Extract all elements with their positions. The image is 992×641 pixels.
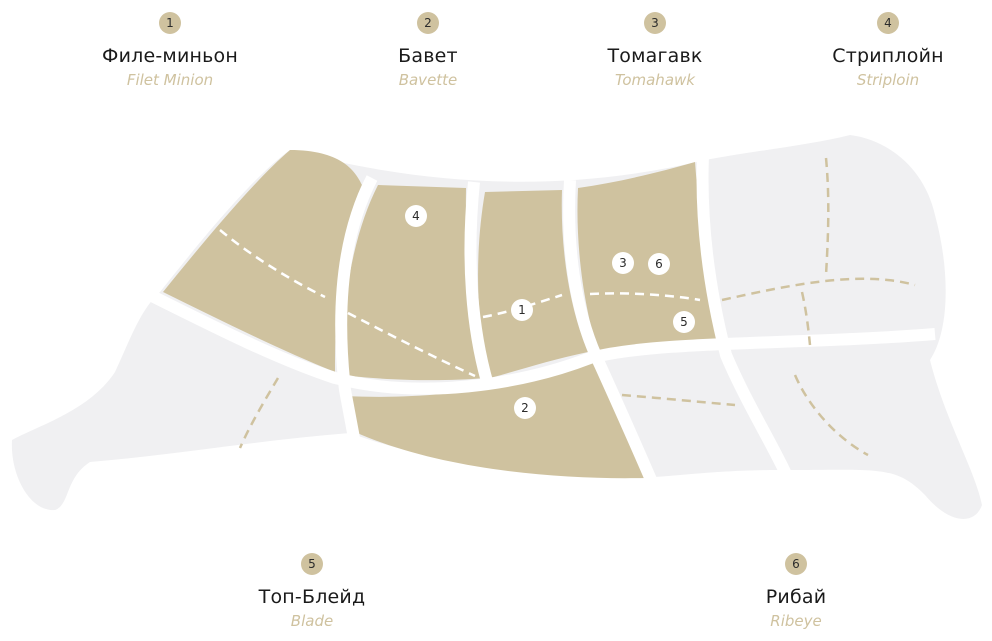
legend-cut-latin-name: Tomahawk [615,71,695,89]
marker-number: 6 [655,257,663,271]
marker-number: 4 [412,209,420,223]
dashed-guides-highlighted [219,229,701,378]
legend-cut-name: Бавет [398,45,458,67]
legend-item-tomahawk: 3 Томагавк Tomahawk [535,12,775,90]
legend-cut-name: Томагавк [607,45,703,67]
region-marker-4: 4 [405,205,427,227]
legend-number-badge: 5 [301,553,323,575]
legend-number-badge: 4 [877,12,899,34]
region-marker-5: 5 [673,311,695,333]
marker-circle [514,397,536,419]
marker-number: 1 [518,303,526,317]
dashed-guides-base [238,157,916,457]
region-marker-2: 2 [514,397,536,419]
separator-line [464,181,494,387]
dashed-guide [800,291,812,346]
legend-number-badge: 3 [644,12,666,34]
dashed-guide [219,229,326,299]
legend-cut-latin-name: Striploin [856,71,920,89]
legend-number-badge: 2 [417,12,439,34]
marker-circle [612,252,634,274]
legend-cut-name: Рибай [765,586,827,608]
legend-item-ribeye: 6 Рибай Ribeye [676,553,916,631]
region-marker-3: 3 [612,252,634,274]
dashed-guide [347,311,476,378]
marker-circle [648,253,670,275]
legend-cut-name: Топ-Блейд [258,586,366,608]
legend-cut-latin-name: Blade [290,612,334,630]
separator-line [335,175,378,440]
cut-region-sirloin [577,162,720,352]
legend-item-striploin: 4 Стриплойн Striploin [768,12,992,90]
dashed-guide [482,293,563,319]
dashed-guide [824,157,830,276]
legend-cut-name: Филе-миньон [102,45,238,67]
region-marker-6: 6 [648,253,670,275]
cut-region-flank [346,362,646,479]
legend-cut-latin-name: Filet Minion [126,71,214,89]
legend-item-bavette: 2 Бавет Bavette [308,12,548,90]
cut-region-rib [342,185,485,381]
region-marker-1: 1 [511,299,533,321]
legend-cut-latin-name: Ribeye [770,612,822,630]
marker-number: 2 [521,401,529,415]
marker-number: 3 [619,256,627,270]
dashed-guide [238,377,280,449]
cut-region-loin [478,190,588,378]
legend-cut-name: Стриплойн [832,45,944,67]
marker-number: 5 [680,315,688,329]
marker-circle [511,299,533,321]
marker-circle [673,311,695,333]
marker-circle [405,205,427,227]
legend-item-filet-minion: 1 Филе-миньон Filet Minion [50,12,290,90]
legend-item-blade: 5 Топ-Блейд Blade [192,553,432,631]
legend-number-badge: 1 [159,12,181,34]
legend-number-badge: 6 [785,553,807,575]
separator-line [147,289,936,395]
legend-cut-latin-name: Bavette [398,71,458,89]
cut-separators [147,154,936,485]
